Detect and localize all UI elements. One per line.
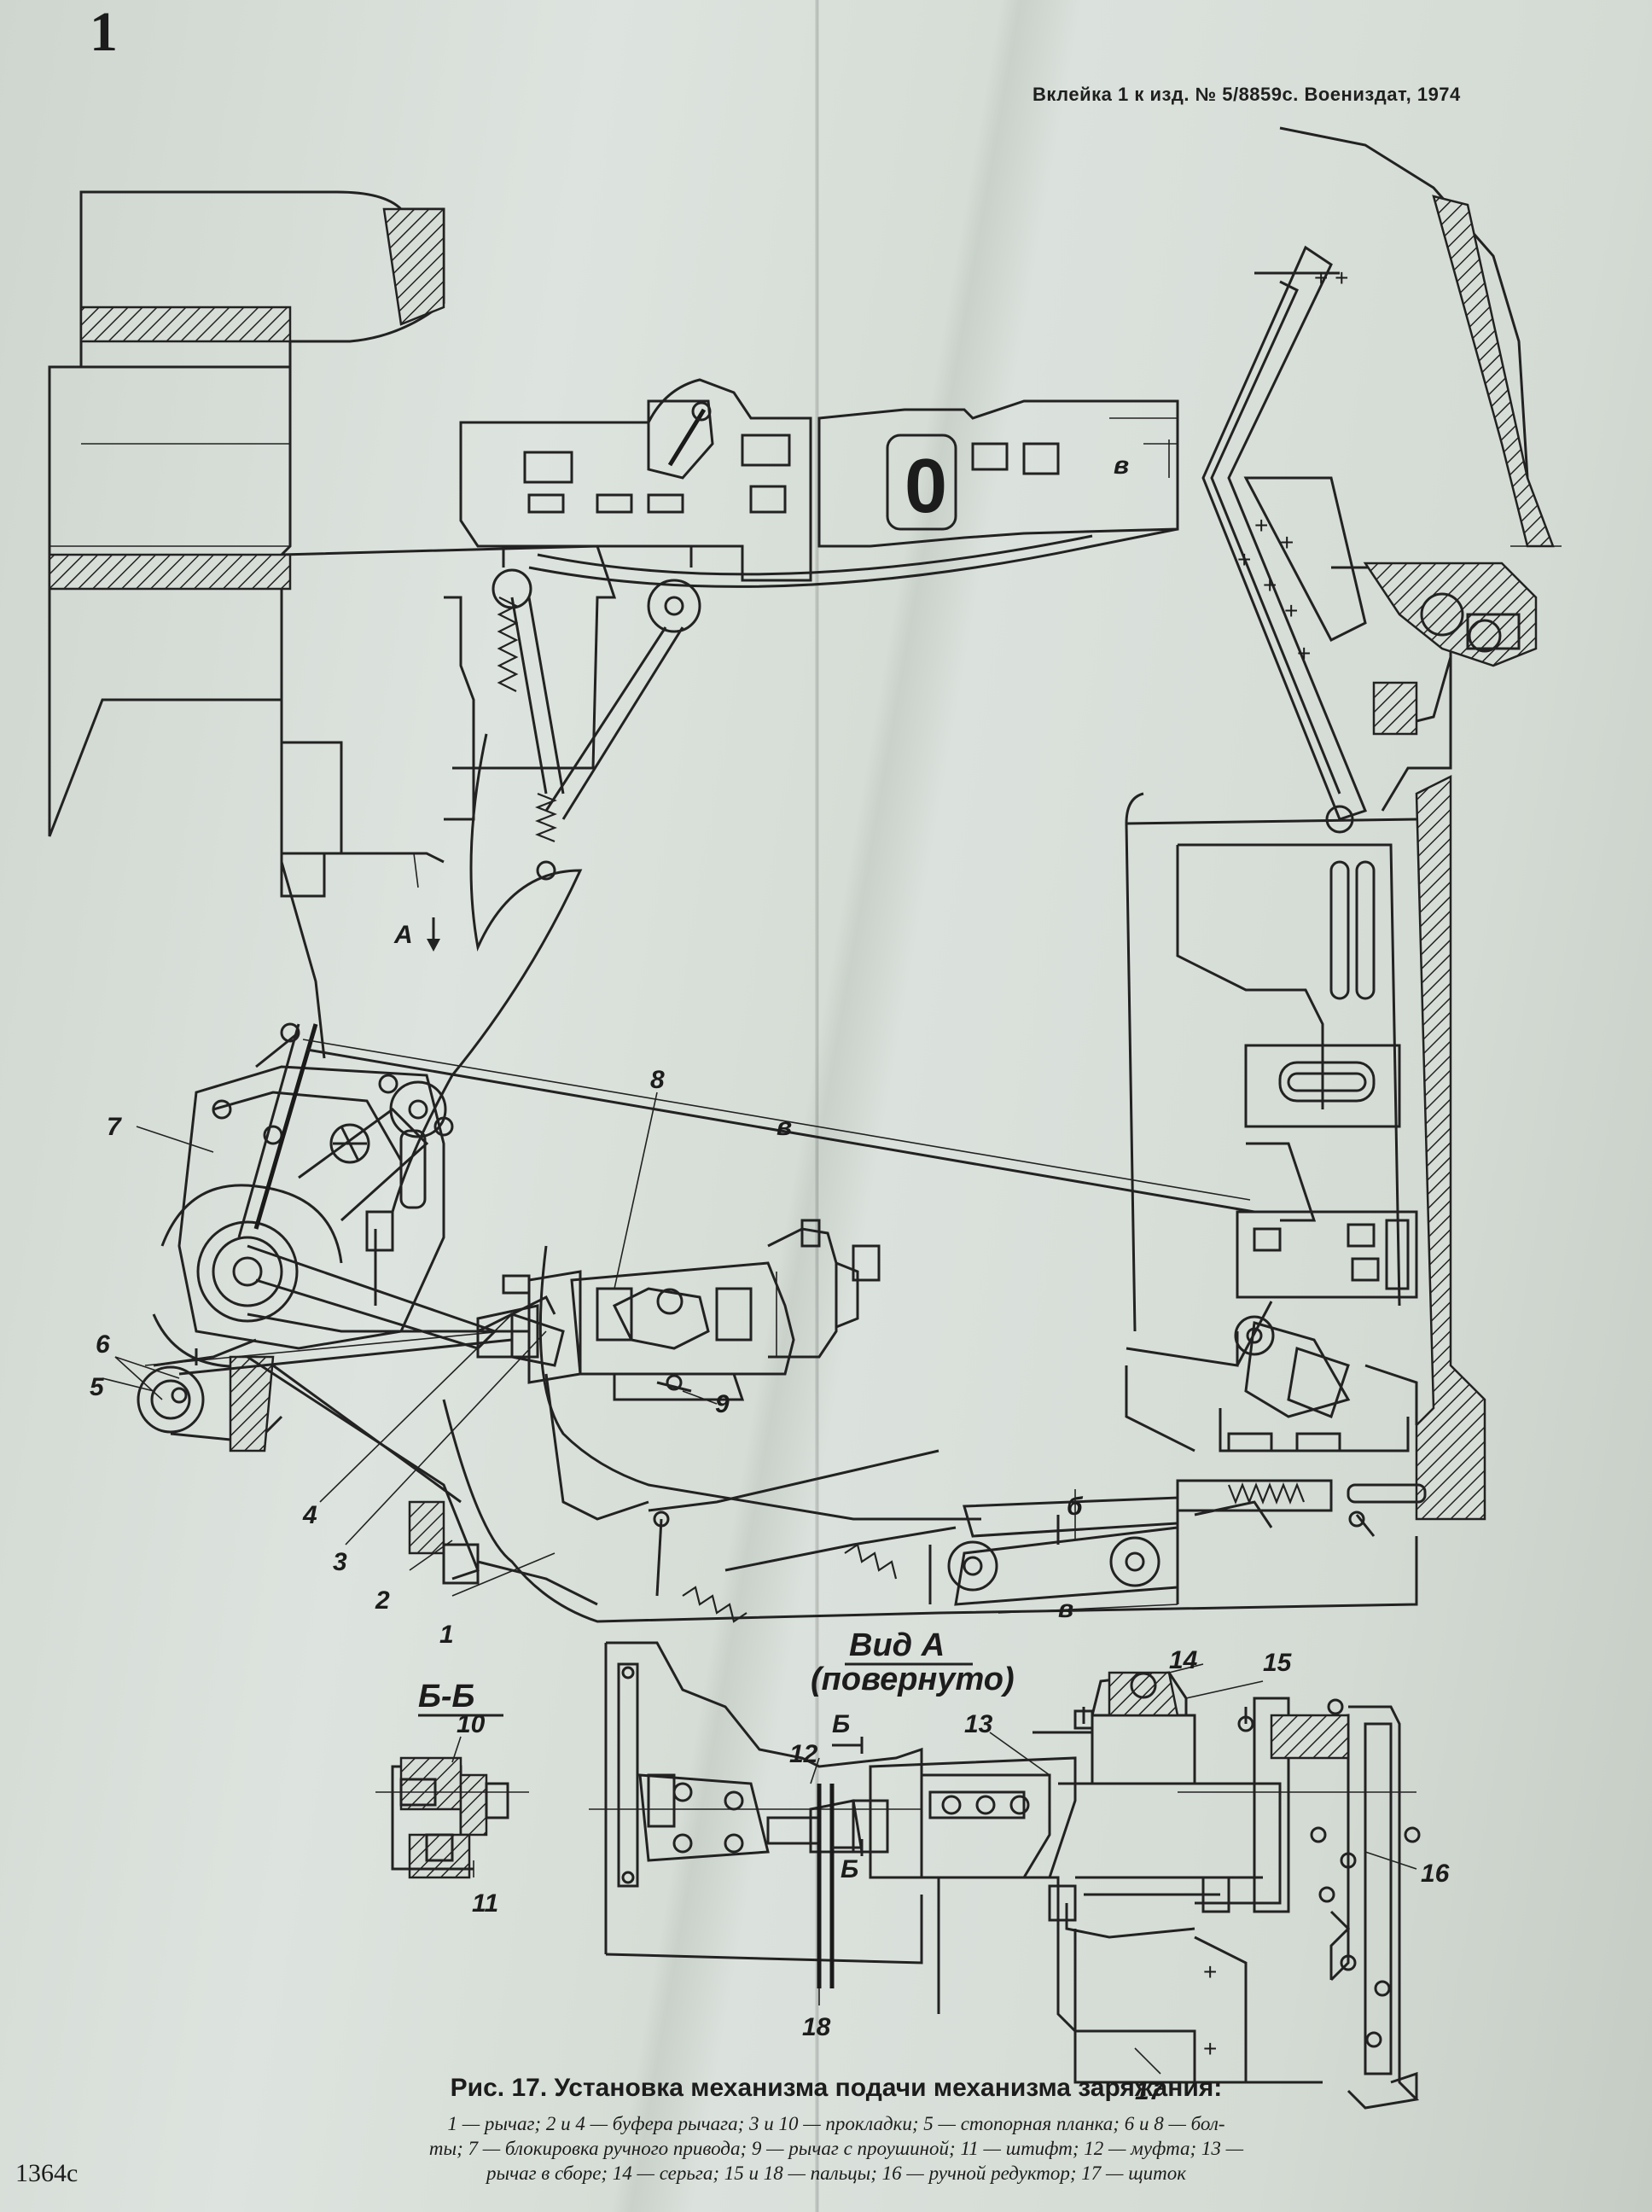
callout-7: 7 [107, 1113, 122, 1141]
svg-text:+: + [1254, 512, 1268, 538]
svg-text:+: + [1284, 597, 1298, 624]
svg-text:+: + [1263, 572, 1277, 598]
callout-15: 15 [1263, 1649, 1293, 1677]
callout-11: 11 [472, 1889, 498, 1918]
svg-text:+ +: + + [1314, 265, 1348, 291]
legend-line-1: 1 — рычаг; 2 и 4 — буфера рычага; 3 и 10… [447, 2113, 1225, 2134]
callout-labels: 1 2 3 4 5 6 7 8 9 10 11 12 13 14 15 16 1… [90, 1066, 1450, 2105]
dimension-v-rod: в [777, 1113, 792, 1141]
callout-5: 5 [90, 1373, 105, 1401]
callout-4: 4 [302, 1501, 317, 1529]
callout-leaders [102, 853, 1417, 2075]
callout-2: 2 [375, 1586, 390, 1615]
right-chute: + + + + + + + + [1201, 126, 1562, 834]
callout-13: 13 [964, 1710, 993, 1738]
callout-1: 1 [439, 1621, 454, 1649]
annotation-marks: А в в в б Б Б [393, 439, 1170, 1883]
view-a-note: (повернуто) [811, 1662, 1015, 1697]
right-hull [1125, 774, 1486, 1521]
section-arrow-upper: Б [832, 1710, 850, 1738]
callout-18: 18 [802, 2013, 831, 2041]
section-arrow-lower: Б [841, 1855, 858, 1883]
figure-caption: Рис. 17. Установка механизма подачи меха… [239, 2074, 1434, 2186]
caption-title: Рис. 17. Установка механизма подачи меха… [450, 2074, 1223, 2102]
view-a-title: Вид А [849, 1627, 945, 1663]
callout-12: 12 [789, 1740, 818, 1768]
callout-8: 8 [650, 1066, 665, 1094]
callout-16: 16 [1421, 1860, 1450, 1888]
svg-text:+: + [1203, 1959, 1217, 1985]
svg-text:+: + [1280, 529, 1294, 556]
callout-9: 9 [715, 1390, 730, 1418]
callout-14: 14 [1169, 1646, 1198, 1674]
top-bracket: 0 [459, 378, 1179, 588]
dimension-v-top: в [1114, 451, 1129, 480]
section-bb-title: Б-Б [418, 1679, 474, 1714]
svg-text:+: + [1297, 640, 1311, 667]
dimension-v-floor: в [1058, 1595, 1073, 1623]
left-housing [48, 190, 617, 898]
callout-3: 3 [333, 1548, 347, 1576]
view-titles: Б-Б Вид А (повернуто) [418, 1627, 1015, 1717]
center-fold [815, 0, 820, 2212]
insert-note: Вклейка 1 к изд. № 5/8859с. Воениздат, 1… [1032, 84, 1461, 105]
svg-text:+: + [1237, 546, 1251, 573]
frame-outline [442, 1245, 1418, 1623]
view-a-detail: + + [589, 1641, 1421, 2110]
view-a-arrow-label: А [393, 921, 413, 949]
central-cylinder [476, 1219, 881, 1521]
left-gear-assembly [152, 741, 556, 1368]
legend-line-2: ты; 7 — блокировка ручного привода; 9 — … [428, 2138, 1244, 2159]
print-code: 1364с [15, 2159, 79, 2187]
section-bb [375, 1756, 529, 1879]
svg-text:0: 0 [905, 444, 947, 529]
svg-text:+: + [1203, 2035, 1217, 2062]
upper-linkage [391, 568, 701, 1213]
legend-line-3: рычаг в сборе; 14 — серьга; 15 и 18 — па… [486, 2163, 1186, 2184]
callout-17: 17 [1135, 2077, 1165, 2105]
long-rods [144, 1039, 1255, 1376]
page-number: 1 [90, 1, 118, 63]
left-lower-pivot [137, 1338, 598, 1606]
lower-rail [947, 1479, 1427, 1614]
callout-6: 6 [96, 1330, 110, 1359]
